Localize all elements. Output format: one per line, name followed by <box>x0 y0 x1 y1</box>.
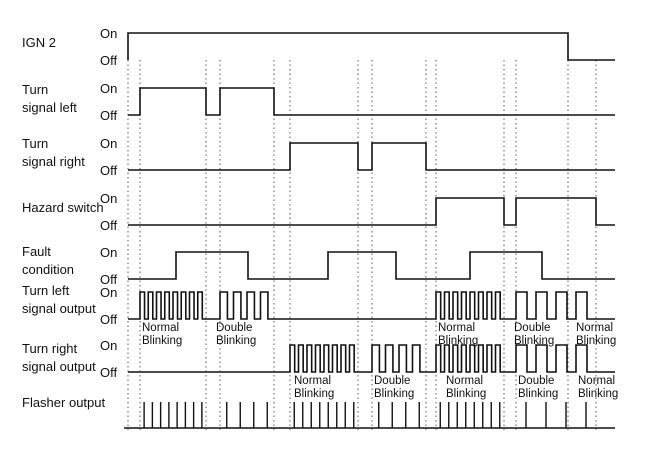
signal-label-turn-right: signal right <box>22 154 85 169</box>
mode-label: Normal <box>446 375 483 387</box>
state-on-label: On <box>100 136 117 151</box>
state-off-label: Off <box>100 272 117 287</box>
state-off-label: Off <box>100 108 117 123</box>
mode-label: Blinking <box>438 335 478 347</box>
mode-label: Blinking <box>578 388 618 400</box>
mode-label: Double <box>518 375 554 387</box>
state-off-label: Off <box>100 312 117 327</box>
state-off-label: Off <box>100 53 117 68</box>
state-off-label: Off <box>100 365 117 380</box>
signal-label-ign2: IGN 2 <box>22 35 56 50</box>
mode-label: Double <box>216 322 252 334</box>
signal-label-right-out: Turn right <box>22 341 78 356</box>
state-on-label: On <box>100 191 117 206</box>
waveform-hazard <box>128 197 615 226</box>
mode-label: Blinking <box>216 335 256 347</box>
waveform-turn-left <box>128 87 615 116</box>
waveform-turn-right <box>128 142 615 171</box>
waveform-right-out <box>128 344 615 373</box>
mode-label: Double <box>514 322 550 334</box>
state-on-label: On <box>100 26 117 41</box>
state-on-label: On <box>100 245 117 260</box>
mode-label: Blinking <box>142 335 182 347</box>
waveform-left-out <box>128 291 615 320</box>
state-on-label: On <box>100 338 117 353</box>
signal-label-fault: Fault <box>22 244 51 259</box>
mode-label: Normal <box>294 375 331 387</box>
waveform-ign2 <box>127 32 615 61</box>
mode-labels: NormalBlinkingDoubleBlinkingNormalBlinki… <box>142 322 618 400</box>
state-on-label: On <box>100 81 117 96</box>
transition-guides <box>127 60 597 430</box>
mode-label: Blinking <box>518 388 558 400</box>
signal-label-left-out: signal output <box>22 301 96 316</box>
signal-label-turn-left: Turn <box>22 82 48 97</box>
signal-label-fault: condition <box>22 262 74 277</box>
signal-label-hazard: Hazard switch <box>22 200 104 215</box>
mode-label: Blinking <box>374 388 414 400</box>
mode-label: Blinking <box>576 335 616 347</box>
signal-label-right-out: signal output <box>22 359 96 374</box>
waveform-fault <box>128 251 615 280</box>
mode-label: Normal <box>578 375 615 387</box>
mode-label: Normal <box>142 322 179 334</box>
signal-row-flasher: Flasher output <box>22 395 615 429</box>
mode-label: Normal <box>576 322 613 334</box>
mode-label: Double <box>374 375 410 387</box>
mode-label: Normal <box>438 322 475 334</box>
signal-label-turn-left: signal left <box>22 100 77 115</box>
mode-label: Blinking <box>294 388 334 400</box>
state-on-label: On <box>100 285 117 300</box>
mode-label: Blinking <box>446 388 486 400</box>
state-off-label: Off <box>100 163 117 178</box>
mode-label: Blinking <box>514 335 554 347</box>
signal-label-left-out: Turn left <box>22 283 70 298</box>
state-off-label: Off <box>100 218 117 233</box>
signal-label-flasher: Flasher output <box>22 395 105 410</box>
signal-label-turn-right: Turn <box>22 136 48 151</box>
